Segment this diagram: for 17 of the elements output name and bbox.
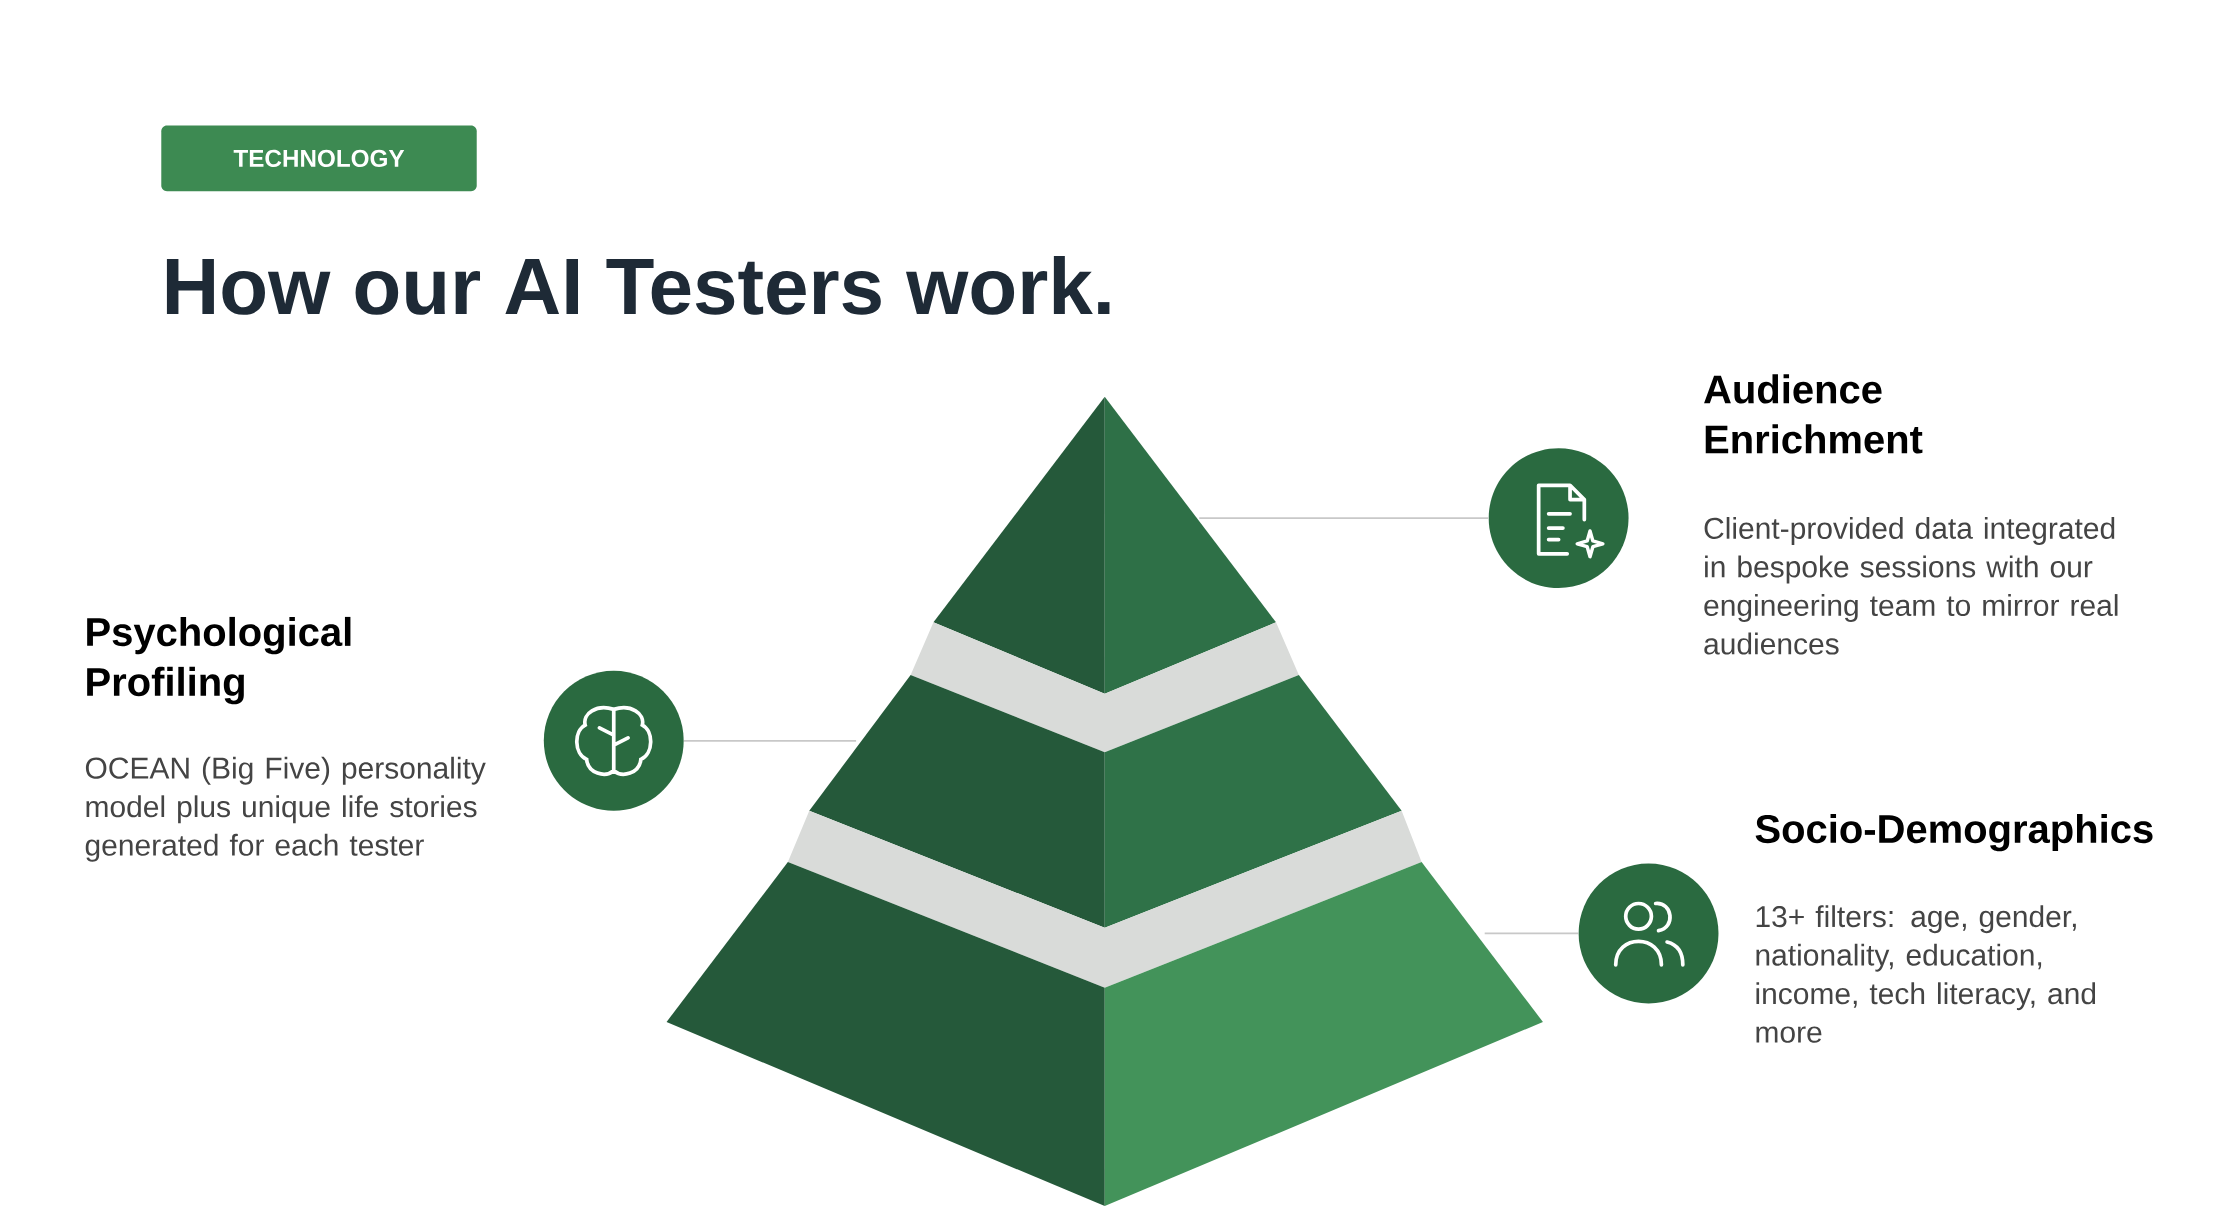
icon-circle — [543, 670, 684, 811]
section-description: 13+ filters: age, gender, nationality, education, income, tech literacy, and more — [1756, 905, 2096, 1043]
section-heading: Audience Enrichment — [1704, 374, 1923, 454]
category-badge: TECHNOLOGY — [161, 125, 477, 192]
pyramid-tier — [933, 396, 1276, 694]
icon-circle — [1488, 448, 1629, 588]
pyramid-tier — [666, 810, 1543, 1206]
section-description: OCEAN (Big Five) personality model plus unique life stories generated for each tester — [85, 756, 486, 862]
page-title: How our AI Testers work. — [166, 255, 1110, 315]
leader-line — [1483, 932, 1580, 935]
leader-line — [1198, 517, 1490, 519]
pyramid-tier — [809, 622, 1402, 928]
section-heading: Psychological Profiling — [87, 616, 351, 705]
icon-circle — [1578, 863, 1719, 1004]
section-heading: Socio-Demographics — [1755, 813, 2153, 852]
leader-line — [683, 739, 857, 742]
section-description: Client-provided data integrated in bespoke sessions with our engineering team to mirror real audiences — [1704, 516, 2118, 655]
